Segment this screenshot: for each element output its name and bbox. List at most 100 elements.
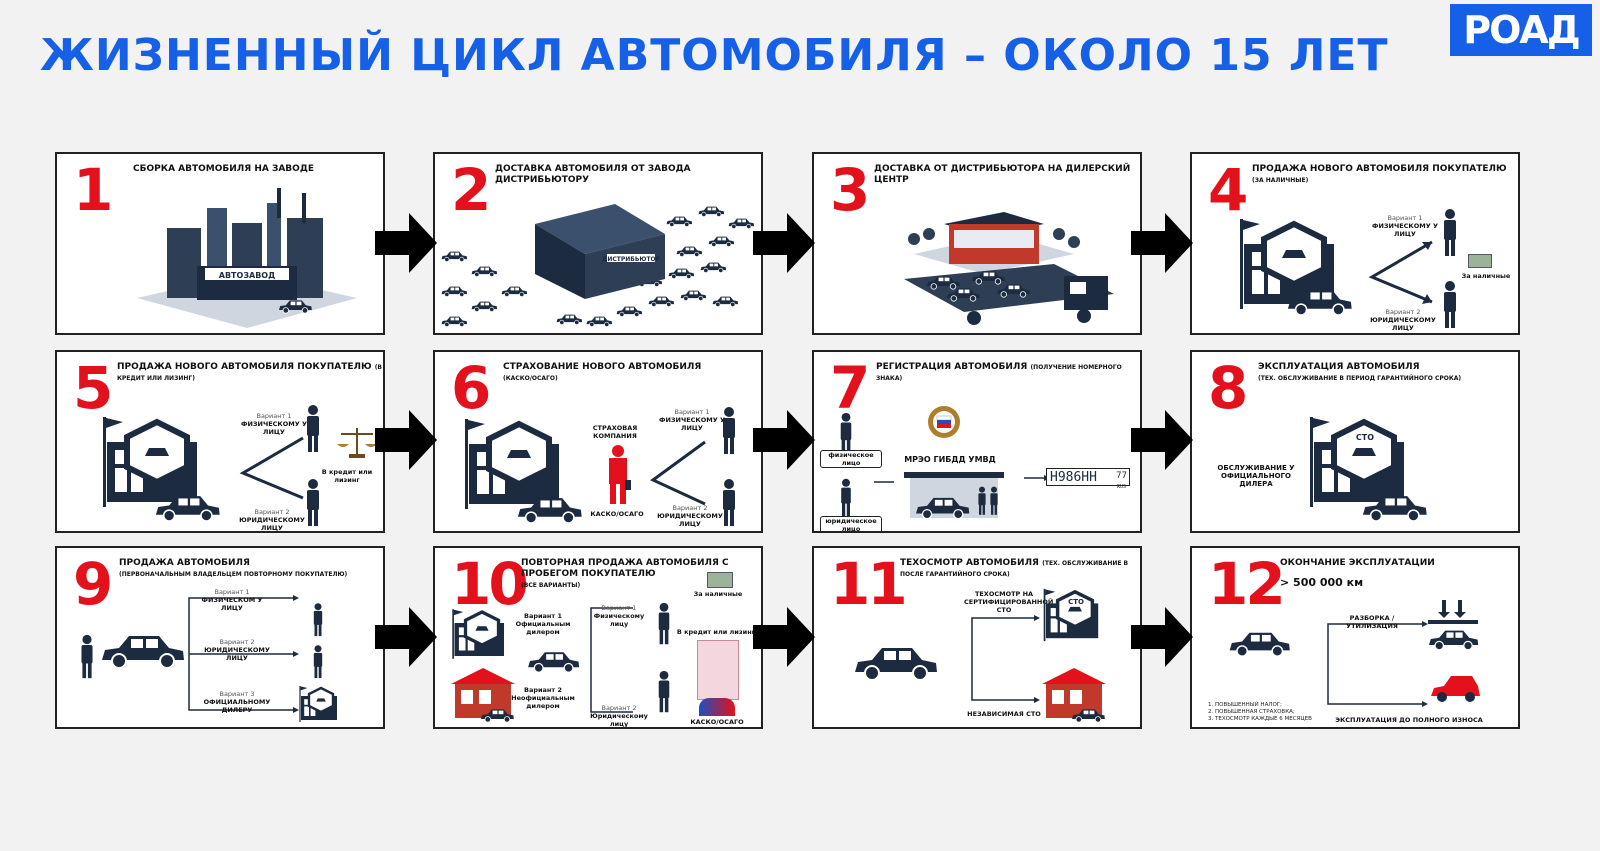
insurance-logo-icon — [699, 698, 735, 716]
condition-item: 1. Повышенный налог; — [1208, 702, 1283, 708]
step-number: 4 — [1208, 156, 1248, 224]
step-title: ПРОДАЖА НОВОГО АВТОМОБИЛЯ ПОКУПАТЕЛЮ (за… — [1252, 164, 1507, 184]
step-number: 12 — [1208, 550, 1286, 618]
person-icon — [81, 634, 93, 679]
car-icon — [854, 647, 938, 681]
flow-arrow — [753, 213, 815, 273]
step-title: РЕГИСТРАЦИЯ АВТОМОБИЛЯ (получение номерн… — [876, 362, 1122, 382]
step-title: СБОРКА АВТОМОБИЛЯ НА ЗАВОДЕ — [133, 164, 314, 174]
flow-arrow — [753, 607, 815, 667]
flow-arrow — [375, 213, 437, 273]
step-number: 3 — [830, 156, 870, 224]
step-card-1: 1 СБОРКА АВТОМОБИЛЯ НА ЗАВОДЕ АВТОЗАВОД — [55, 152, 385, 335]
step-title: ПРОДАЖА НОВОГО АВТОМОБИЛЯ ПОКУПАТЕЛЮ (в … — [117, 362, 383, 382]
condition-item: 3. Техосмотр каждые 6 месяцев — [1208, 716, 1312, 722]
step-number: 8 — [1208, 354, 1248, 422]
step-number: 2 — [451, 156, 491, 224]
insurer-person-icon — [609, 445, 631, 504]
branch-arrows — [971, 615, 1040, 703]
plate-number: Н986НН — [1050, 470, 1097, 485]
scrap-label: РАЗБОРКА / УТИЛИЗАЦИЯ — [1346, 614, 1398, 630]
step-card-8: 8 ЭКСПЛУАТАЦИЯ АВТОМОБИЛЯ(тех. обслужива… — [1190, 350, 1520, 533]
step-title: СТРАХОВАНИЕ НОВОГО АВТОМОБИЛЯ(КАСКО/ОСАГ… — [503, 362, 702, 382]
dealer-center-illustration — [904, 212, 1114, 325]
car-icon — [527, 651, 580, 673]
person-icon — [307, 479, 319, 526]
car-icon — [101, 635, 185, 669]
cash-icon — [707, 572, 733, 588]
step-number: 1 — [73, 156, 113, 224]
step-title: ЭКСПЛУАТАЦИЯ АВТОМОБИЛЯ(тех. обслуживани… — [1258, 362, 1462, 382]
step-card-9: 9 ПРОДАЖА АВТОМОБИЛЯ(первоначальным влад… — [55, 546, 385, 729]
branch-arrows — [188, 595, 299, 713]
step-number: 10 — [451, 550, 529, 618]
person-icon — [307, 405, 319, 452]
step-title: ДОСТАВКА АВТОМОБИЛЯ ОТ ЗАВОДА ДИСТРИБЬЮТ… — [495, 164, 691, 185]
scales-icon — [337, 428, 377, 458]
police-emblem-icon — [928, 406, 960, 438]
plate-region: 77 — [1116, 471, 1127, 481]
step-number: 9 — [73, 550, 113, 618]
step-card-4: 4 ПРОДАЖА НОВОГО АВТОМОБИЛЯ ПОКУПАТЕЛЮ (… — [1190, 152, 1520, 335]
traffic-police-office-label: МРЭО ГИБДД УМВД — [904, 455, 996, 464]
step-number: 7 — [830, 354, 870, 422]
person-icon — [723, 407, 735, 454]
flow-arrow — [1131, 607, 1193, 667]
person-icon — [313, 603, 323, 637]
step-card-7: 7 РЕГИСТРАЦИЯ АВТОМОБИЛЯ (получение номе… — [812, 350, 1142, 533]
credit-label: В кредит или лизинг — [676, 628, 756, 636]
dealer-icon — [450, 607, 506, 661]
flow-arrow — [1131, 213, 1193, 273]
full-wear-label: ЭКСПЛУАТАЦИЯ ДО ПОЛНОГО ИЗНОСА — [1335, 716, 1483, 724]
certified-sto-icon: СТО — [1041, 587, 1100, 643]
step-number: 11 — [830, 550, 908, 618]
flow-arrow — [375, 410, 437, 470]
person-icon — [1444, 281, 1456, 328]
step-card-5: 5 ПРОДАЖА НОВОГО АВТОМОБИЛЯ ПОКУПАТЕЛЮ (… — [55, 350, 385, 533]
insurance-document-icon — [697, 640, 739, 700]
step-card-2: 2 ДОСТАВКА АВТОМОБИЛЯ ОТ ЗАВОДА ДИСТРИБЬ… — [433, 152, 763, 335]
sto-sign: СТО — [1356, 433, 1374, 442]
dealer-sto-icon: СТО — [1304, 412, 1428, 522]
unofficial-dealer-icon — [451, 668, 515, 723]
step-number: 6 — [451, 354, 491, 422]
factory-sign: АВТОЗАВОД — [219, 271, 275, 280]
step-card-3: 3 ДОСТАВКА ОТ ДИСТРИБЬЮТОРА НА ДИЛЕРСКИЙ… — [812, 152, 1142, 335]
independent-sto-label: НЕЗАВИСИМАЯ СТО — [967, 710, 1041, 718]
step-card-12: 12 ОКОНЧАНИЕ ЭКСПЛУАТАЦИИ > 500 000 км Р… — [1190, 546, 1520, 729]
distributor-sign: ДИСТРИБЬЮТОР — [602, 256, 661, 263]
step-card-10: 10 ПОВТОРНАЯ ПРОДАЖА АВТОМОБИЛЯ С ПРОБЕГ… — [433, 546, 763, 729]
sto-sign: СТО — [1068, 598, 1084, 606]
service-label: ОБСЛУЖИВАНИЕ У ОФИЦИАЛЬНОГО ДИЛЕРА — [1217, 464, 1295, 488]
branch-arrows — [1327, 621, 1428, 707]
dealer-icon — [1234, 214, 1353, 316]
kasko-label: КАСКО/ОСАГО — [590, 510, 644, 518]
logo: РОАД — [1450, 4, 1592, 56]
branch-arrows — [1368, 240, 1433, 304]
mileage-label: > 500 000 км — [1280, 576, 1364, 589]
registration-office-illustration — [904, 472, 1004, 520]
cash-label: За наличные — [1461, 272, 1511, 280]
person-icon — [658, 670, 670, 713]
branch-arrows — [590, 607, 633, 713]
condition-item: 2. Повышенная страховка; — [1208, 709, 1295, 715]
branch-arrows — [650, 440, 706, 506]
step-title: ОКОНЧАНИЕ ЭКСПЛУАТАЦИИ — [1280, 558, 1435, 568]
kasko-label: КАСКО/ОСАГО — [690, 718, 744, 726]
flow-arrow — [375, 607, 437, 667]
step-title: ТЕХОСМОТР АВТОМОБИЛЯ (тех. обслуживание … — [900, 558, 1129, 578]
certified-sto-label: ТЕХОСМОТР НА СЕРТИФИЦИРОВАННОЙ СТО — [964, 590, 1054, 614]
page-title: ЖИЗНЕННЫЙ ЦИКЛ АВТОМОБИЛЯ – ОКОЛО 15 ЛЕТ — [40, 30, 1389, 81]
flow-arrow — [753, 410, 815, 470]
insurance-company-label: СТРАХОВАЯ КОМПАНИЯ — [592, 424, 638, 440]
distributor-illustration: ДИСТРИБЬЮТОР — [441, 204, 755, 327]
branch-arrows — [239, 436, 304, 500]
conditions-list: 1. Повышенный налог; 2. Повышенная страх… — [1208, 702, 1312, 723]
